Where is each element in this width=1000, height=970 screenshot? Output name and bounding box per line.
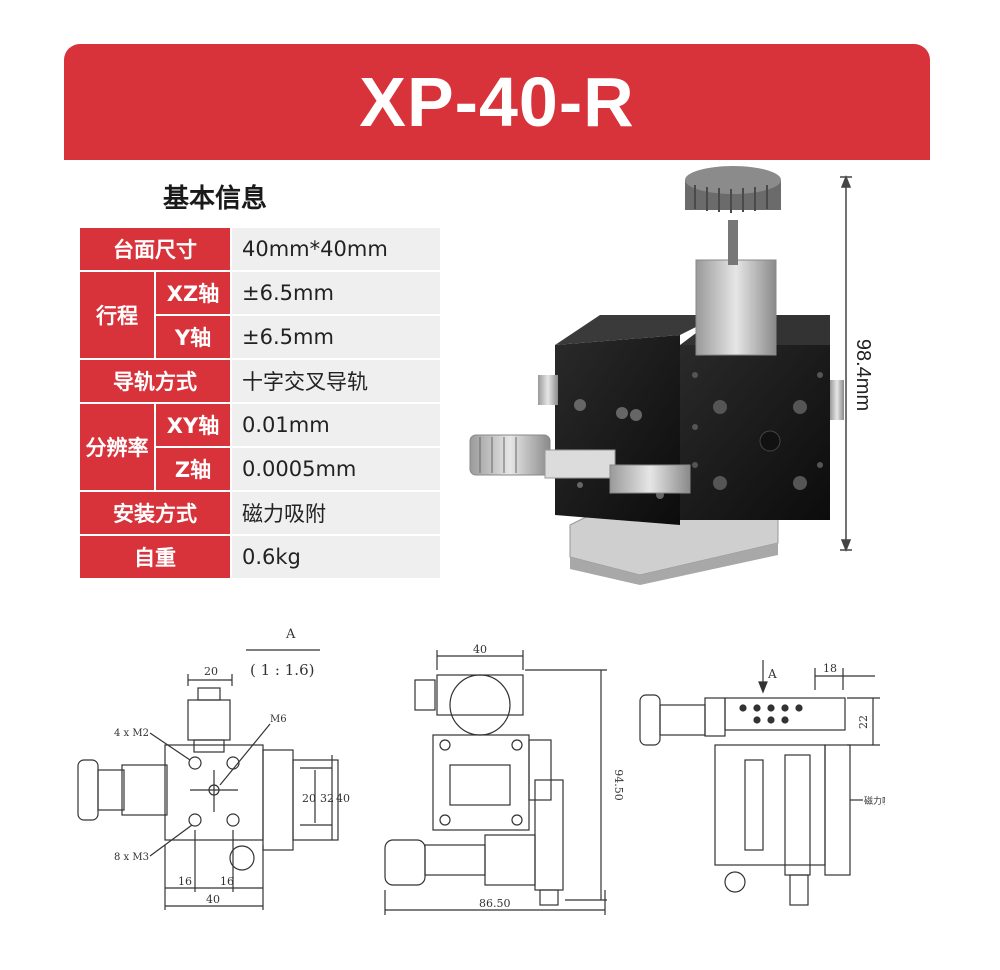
dim-40-bottom: 40 bbox=[206, 893, 220, 906]
dim-width: 86.50 bbox=[479, 897, 511, 910]
dim-18: 18 bbox=[823, 662, 837, 675]
dim-22: 22 bbox=[857, 715, 870, 729]
title-banner: XP-40-R bbox=[64, 44, 930, 160]
dim-16-a: 16 bbox=[178, 875, 192, 888]
callout-8xM3: 8 x M3 bbox=[114, 852, 149, 863]
dim-40-right: 40 bbox=[336, 792, 350, 805]
view-label: A bbox=[285, 627, 296, 642]
spec-value: ±6.5mm bbox=[230, 314, 442, 360]
callout-M6: M6 bbox=[270, 714, 287, 725]
spec-value: 40mm*40mm bbox=[230, 226, 442, 272]
dim-height: 94.50 bbox=[612, 769, 625, 801]
table-row: 导轨方式 十字交叉导轨 bbox=[78, 358, 442, 404]
drawing-middle-view: 40 94.50 86.50 bbox=[384, 643, 625, 915]
spec-label: 自重 bbox=[78, 534, 232, 580]
view-label: A bbox=[767, 667, 777, 681]
spec-sublabel: XZ轴 bbox=[154, 270, 232, 316]
spec-label: 行程 bbox=[78, 270, 156, 360]
spec-value: 0.6kg bbox=[230, 534, 442, 580]
drawing-left-view: A ( 1 : 1.6) 20 20 32 40 1 bbox=[77, 627, 350, 910]
spec-label: 安装方式 bbox=[78, 490, 232, 536]
height-dimension: 98.4mm bbox=[852, 339, 874, 411]
table-row: 自重 0.6kg bbox=[78, 534, 442, 580]
spec-table: 台面尺寸 40mm*40mm 行程 XZ轴 ±6.5mm Y轴 ±6.5mm 导… bbox=[78, 226, 442, 580]
dim-16-b: 16 bbox=[220, 875, 234, 888]
dim-top: 40 bbox=[473, 643, 487, 656]
spec-value: 十字交叉导轨 bbox=[230, 358, 442, 404]
drawing-right-view: A 18 22 磁力吸附座 bbox=[639, 660, 885, 906]
table-row: Y轴 ±6.5mm bbox=[79, 314, 442, 360]
scale-label: ( 1 : 1.6) bbox=[250, 661, 314, 679]
table-row: Z轴 0.0005mm bbox=[79, 446, 442, 492]
spec-value: ±6.5mm bbox=[230, 270, 442, 316]
product-photo: 98.4mm bbox=[469, 166, 874, 585]
spec-sublabel: Y轴 bbox=[154, 314, 232, 360]
dim-32: 32 bbox=[320, 792, 334, 805]
spec-value: 0.01mm bbox=[230, 402, 442, 448]
spec-sublabel: XY轴 bbox=[154, 402, 232, 448]
mount-note: 磁力吸附座 bbox=[864, 795, 885, 807]
spec-label: 台面尺寸 bbox=[78, 226, 232, 272]
spec-label: 导轨方式 bbox=[78, 358, 232, 404]
dim-top: 20 bbox=[204, 665, 218, 678]
spec-value: 0.0005mm bbox=[230, 446, 442, 492]
table-row: 安装方式 磁力吸附 bbox=[78, 490, 442, 536]
table-row: 行程 XZ轴 ±6.5mm bbox=[78, 270, 442, 360]
model-title: XP-40-R bbox=[359, 63, 635, 141]
callout-4xM2: 4 x M2 bbox=[114, 728, 149, 739]
section-title: 基本信息 bbox=[163, 184, 268, 214]
spec-sublabel: Z轴 bbox=[154, 446, 232, 492]
table-row: 台面尺寸 40mm*40mm bbox=[78, 226, 442, 272]
spec-label: 分辨率 bbox=[78, 402, 156, 492]
dim-20: 20 bbox=[302, 792, 316, 805]
table-row: 分辨率 XY轴 0.01mm bbox=[78, 402, 442, 492]
spec-value: 磁力吸附 bbox=[230, 490, 442, 536]
